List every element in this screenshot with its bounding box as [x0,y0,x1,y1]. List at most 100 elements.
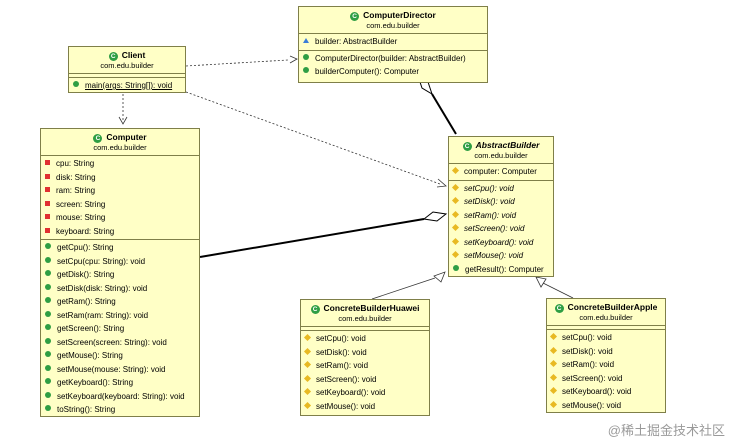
method-text: setKeyboard(): void [562,387,632,396]
method-text: setKeyboard(): void [464,237,534,247]
method-row[interactable]: setKeyboard(): void [547,385,665,399]
method-row[interactable]: setDisk(): void [547,345,665,359]
method-row[interactable]: setRam(): void [301,359,429,373]
method-text: main(args: String[]): void [85,81,173,90]
method-row[interactable]: getScreen(): String [41,322,199,336]
attribute-text: keyboard: String [56,226,115,236]
attribute-row[interactable]: mouse: String [41,211,199,225]
method-text: setMouse(mouse: String): void [57,364,166,374]
protected-member-icon [303,401,312,409]
class-package: com.edu.builder [579,313,633,322]
dependency-arrowhead-abstractbuilder [436,178,447,188]
method-row[interactable]: getKeyboard(): String [41,376,199,390]
method-row[interactable]: setCpu(cpu: String): void [41,255,199,269]
public-member-icon [453,264,459,271]
method-row[interactable]: setDisk(): void [449,195,553,209]
attribute-row[interactable]: ram: String [41,184,199,198]
method-row[interactable]: setMouse(): void [547,399,665,413]
private-field-icon [45,214,50,219]
method-row[interactable]: setKeyboard(keyboard: String): void [41,390,199,404]
public-member-icon [45,351,51,357]
class-name-text: AbstractBuilder [475,140,540,150]
method-row[interactable]: main(args: String[]): void [69,79,185,92]
method-text: getRam(): String [57,297,116,306]
attribute-section: builder: AbstractBuilder [299,34,487,51]
method-row[interactable]: setKeyboard(): void [301,386,429,400]
method-row[interactable]: setCpu(): void [301,332,429,346]
dependency-arrowhead-computer [118,116,128,125]
method-text: getDisk(): String [57,270,115,279]
aggregation-director-abstractbuilder [431,93,457,135]
public-member-icon [73,81,79,87]
class-icon: C [554,304,564,313]
method-row[interactable]: setDisk(disk: String): void [41,282,199,296]
method-row[interactable]: getRam(): String [41,295,199,309]
protected-member-icon [451,250,460,259]
attribute-text: computer: Computer [464,167,537,176]
method-row[interactable]: ComputerDirector(builder: AbstractBuilde… [299,52,487,66]
method-text: getScreen(): String [57,324,125,333]
attribute-text: ram: String [56,186,96,195]
method-row[interactable]: setMouse(): void [301,400,429,414]
method-row[interactable]: setCpu(): void [449,182,553,196]
generalization-huawei [371,277,436,300]
protected-member-icon [303,387,312,396]
method-row[interactable]: getCpu(): String [41,241,199,255]
attribute-section [69,74,185,78]
generalization-triangle-huawei [433,271,446,283]
attribute-row[interactable]: computer: Computer [449,165,553,179]
attribute-row[interactable]: screen: String [41,198,199,212]
method-text: setRam(): void [464,210,517,220]
dependency-client-director [185,59,289,67]
aggregation-diamond-abstractbuilder [422,211,448,222]
attribute-text: screen: String [56,199,106,209]
method-row[interactable]: setScreen(): void [301,373,429,387]
method-row[interactable]: setScreen(screen: String): void [41,336,199,350]
private-field-icon [45,160,50,165]
class-name-text: ConcreteBuilderApple [567,302,658,312]
method-row[interactable]: getDisk(): String [41,268,199,282]
attribute-row[interactable]: cpu: String [41,157,199,171]
method-row[interactable]: setScreen(): void [547,372,665,386]
method-row[interactable]: setDisk(): void [301,346,429,360]
method-row[interactable]: setRam(ram: String): void [41,309,199,323]
class-package: com.edu.builder [93,143,147,152]
attribute-row[interactable]: builder: AbstractBuilder [299,35,487,49]
method-row[interactable]: setScreen(): void [449,222,553,236]
public-member-icon [45,297,51,303]
method-row[interactable]: setRam(): void [449,209,553,223]
method-row[interactable]: getResult(): Computer [449,263,553,277]
attribute-row[interactable]: disk: String [41,171,199,185]
method-row[interactable]: getMouse(): String [41,349,199,363]
method-row[interactable]: toString(): String [41,403,199,416]
method-section: main(args: String[]): void [69,78,185,92]
public-member-icon [45,378,51,384]
protected-member-icon [303,333,312,342]
class-name-text: ConcreteBuilderHuawei [323,303,420,313]
attribute-row[interactable]: keyboard: String [41,225,199,239]
method-row[interactable]: setMouse(mouse: String): void [41,363,199,377]
method-row[interactable]: setMouse(): void [449,249,553,263]
method-row[interactable]: setKeyboard(): void [449,236,553,250]
aggregation-abstractbuilder-computer [199,218,425,258]
private-field-icon [45,173,50,179]
method-text: toString(): String [57,405,116,414]
method-row[interactable]: setCpu(): void [547,331,665,345]
method-row[interactable]: builderComputer(): Computer [299,65,487,79]
public-member-icon [303,67,309,73]
method-row[interactable]: setRam(): void [547,358,665,372]
